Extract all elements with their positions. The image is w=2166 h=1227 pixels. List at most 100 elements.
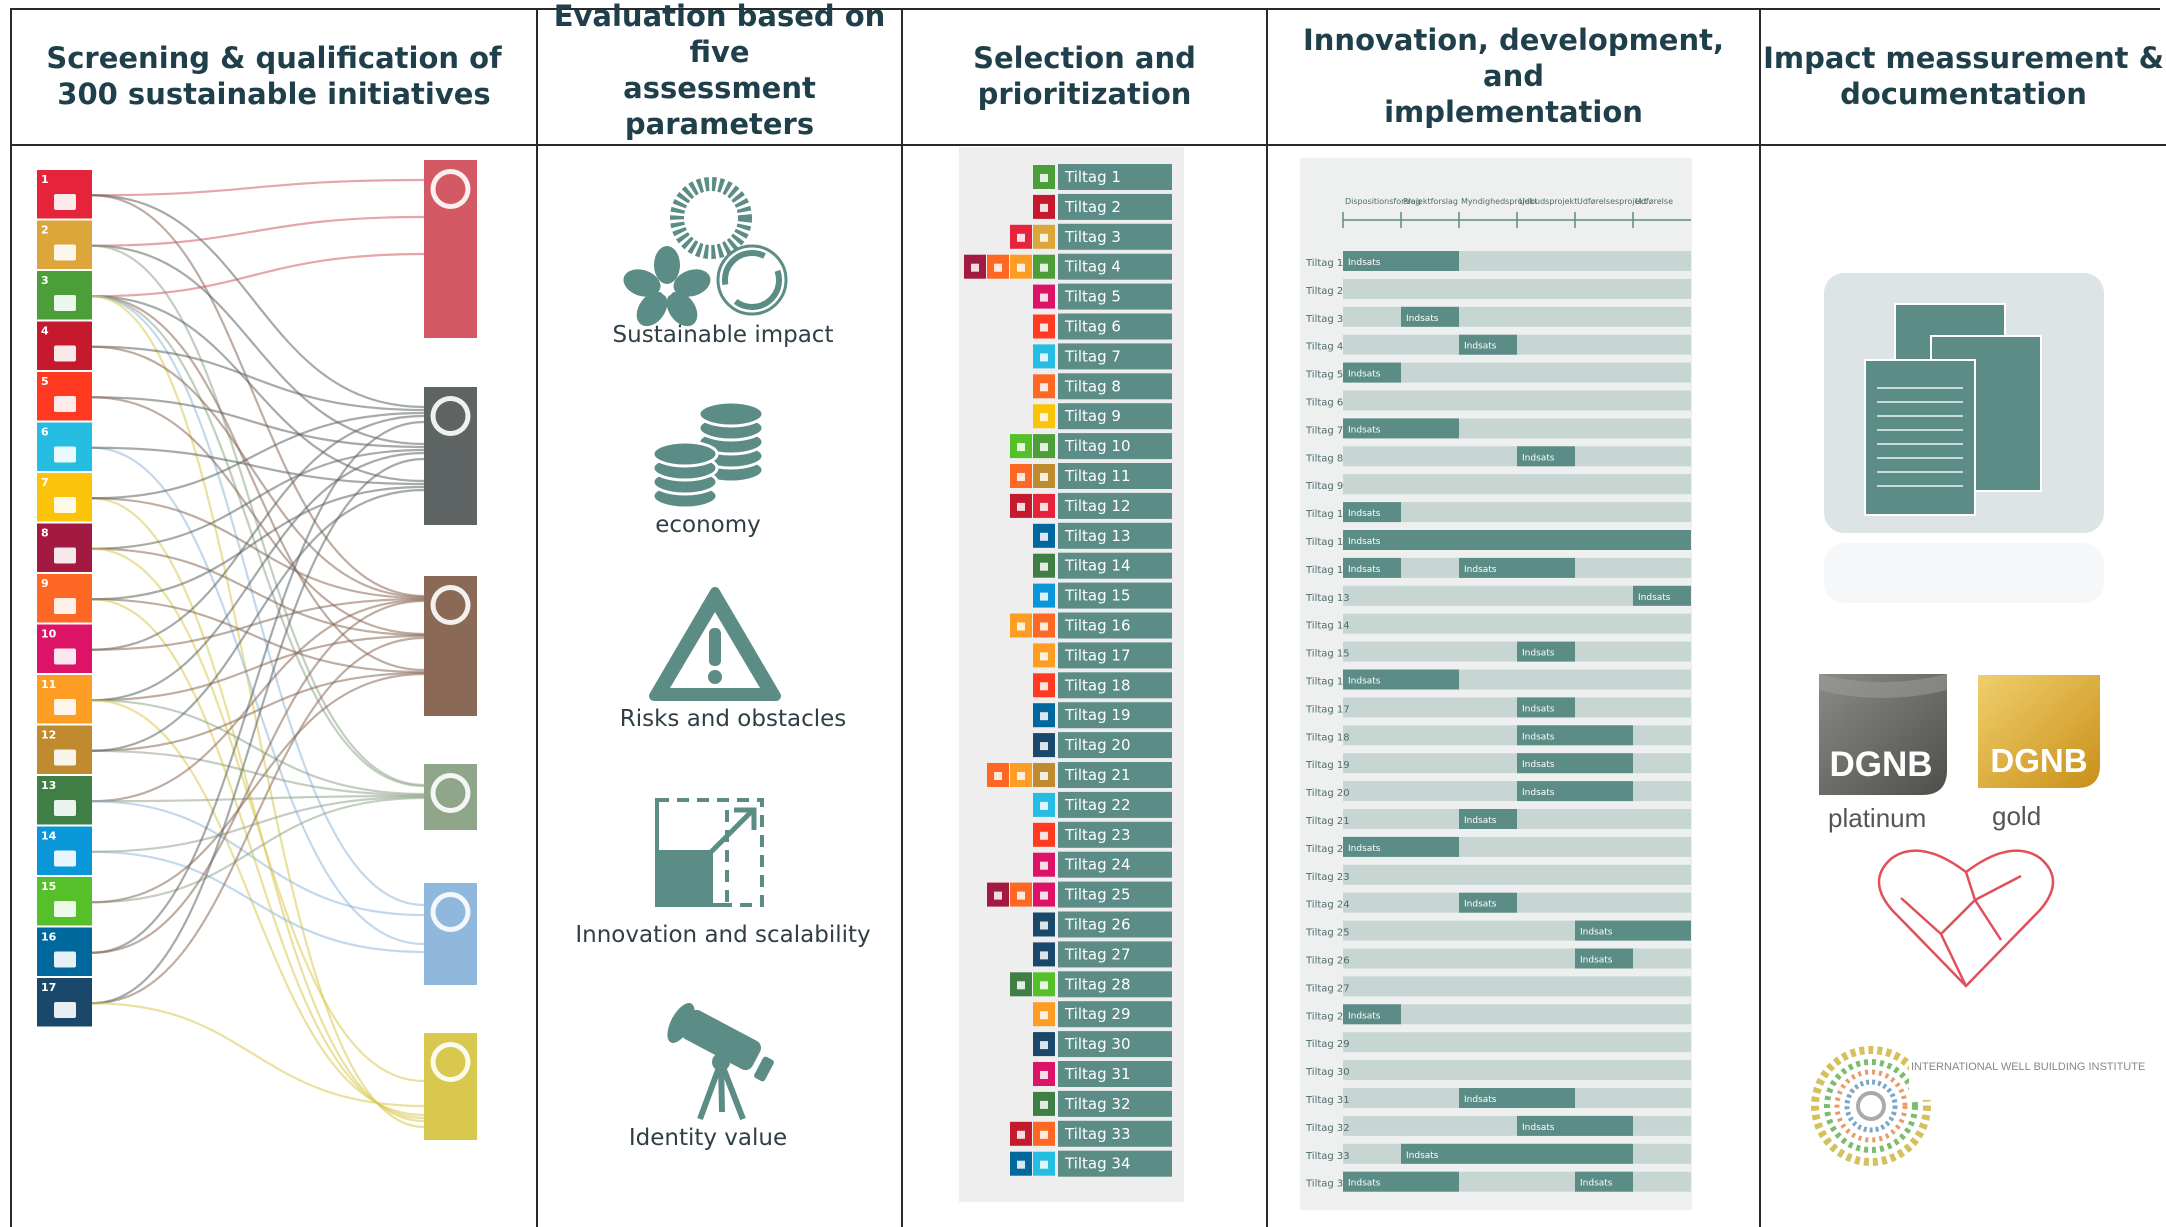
header-divider (10, 144, 2166, 146)
header-innovation-line2: implementation (1384, 95, 1643, 129)
sdg-number: 3 (41, 274, 49, 287)
sankey-link (91, 672, 425, 904)
documents-icon (1824, 273, 2104, 603)
gold-label: gold (1992, 801, 2042, 831)
bowl-icon (54, 244, 76, 261)
sankey-link (91, 794, 425, 803)
sankey-link (91, 295, 425, 907)
sankey-link (91, 446, 425, 486)
sankey-link (91, 420, 425, 954)
sdg-number: 16 (41, 931, 57, 944)
flower-icon (54, 1002, 76, 1018)
dgnb-platinum-badge: DGNB (1819, 674, 1947, 795)
category-heart (424, 160, 477, 338)
sankey-link (91, 448, 425, 550)
parameter-icons (623, 177, 788, 1121)
parameter-label: Sustainable impact (612, 322, 834, 348)
process-table-frame (10, 8, 2160, 1227)
people-icon (54, 194, 76, 210)
parameter-label: Risks and obstacles (619, 706, 847, 732)
book-icon (54, 345, 76, 362)
sankey-link (91, 598, 425, 674)
header-impact-line1: Impact meassurement & (1763, 41, 2164, 75)
sdg-number: 15 (41, 880, 56, 893)
sankey-link (91, 396, 425, 449)
sankey-link (91, 547, 425, 637)
sankey-link (91, 295, 425, 788)
header-impact-line2: documentation (1840, 77, 2087, 111)
telescope-icon (667, 1003, 774, 1121)
sankey-link (91, 252, 425, 298)
heartbeat-icon (54, 295, 76, 311)
category-materials (424, 576, 477, 716)
sankey-link (91, 636, 425, 1005)
sankey-link (91, 1002, 425, 1108)
svg-text:INTERNATIONAL WELL BUILDING IN: INTERNATIONAL WELL BUILDING INSTITUTE (1911, 1061, 2145, 1073)
sdg-goal-tile: 9 (37, 574, 92, 623)
category-energy (424, 1033, 477, 1140)
category-people (424, 387, 477, 525)
sdg-number: 6 (41, 426, 49, 439)
header-innovation-line1: Innovation, development, and (1303, 23, 1724, 93)
header-selection-line1: Selection and (973, 41, 1196, 75)
sankey-link (91, 795, 425, 853)
equality-icon (54, 648, 76, 665)
eye-globe-icon (54, 800, 76, 816)
sankey-link (91, 446, 425, 946)
sdg-goal-tile: 1 (37, 170, 92, 219)
sankey-link (91, 295, 425, 672)
svg-text:DGNB: DGNB (1990, 742, 2087, 779)
category-nature (424, 764, 477, 830)
tree-icon (54, 901, 76, 917)
sankey-link (91, 295, 425, 1129)
fish-icon (54, 850, 76, 867)
sankey-link (91, 396, 425, 636)
sankey-link (91, 488, 425, 752)
sankey-link (91, 215, 425, 247)
sdg-number: 7 (41, 476, 49, 489)
cubes-icon (54, 598, 76, 614)
sankey-link (91, 671, 425, 752)
column-divider-3 (1266, 8, 1268, 1227)
header-evaluation-line1: Evaluation based on five (553, 0, 886, 69)
sun-icon (54, 497, 76, 513)
sankey-link (91, 497, 425, 1123)
parameter-label: economy (655, 512, 761, 538)
sdg-goal-tile: 5 (37, 372, 92, 421)
growth-chart-icon (54, 547, 76, 564)
sankey-link (91, 599, 425, 954)
impact-graphics: DGNB DGNB INTERNATIONAL WELL BUILDING IN… (1811, 273, 2145, 1166)
sankey-link (91, 457, 425, 1005)
sankey-link (91, 800, 425, 917)
sdg-goal-tile: 16 (37, 927, 92, 976)
sdg-goal-tile: 7 (37, 473, 92, 522)
sdg-goal-tile: 6 (37, 422, 92, 471)
sankey-link (91, 597, 425, 651)
header-screening-line1: Screening & qualification of (46, 41, 502, 75)
well-institute-logo: INTERNATIONAL WELL BUILDING INSTITUTE (1811, 1046, 2145, 1166)
sdg-number: 9 (41, 577, 49, 590)
header-screening-line2: 300 sustainable initiatives (57, 77, 491, 111)
infinity-icon (54, 749, 76, 766)
sdg-goal-tile: 15 (37, 877, 92, 926)
sdg-goal-tile: 11 (37, 675, 92, 724)
sdg-goal-tile: 13 (37, 776, 92, 825)
sdg-goal-tile: 10 (37, 624, 92, 673)
header-evaluation-line2: assessment parameters (623, 71, 816, 141)
warning-icon (649, 587, 781, 701)
sankey-link (91, 295, 425, 483)
sdg-goal-tile: 17 (37, 978, 92, 1027)
sankey-link (91, 850, 425, 954)
svg-text:DGNB: DGNB (1829, 745, 1932, 784)
sankey-link (91, 699, 425, 1117)
scale-up-icon (655, 798, 764, 907)
gender-icon (54, 396, 76, 412)
sankey-link (91, 796, 425, 904)
sdg-number: 5 (41, 375, 49, 388)
sdg-number: 1 (41, 173, 49, 186)
